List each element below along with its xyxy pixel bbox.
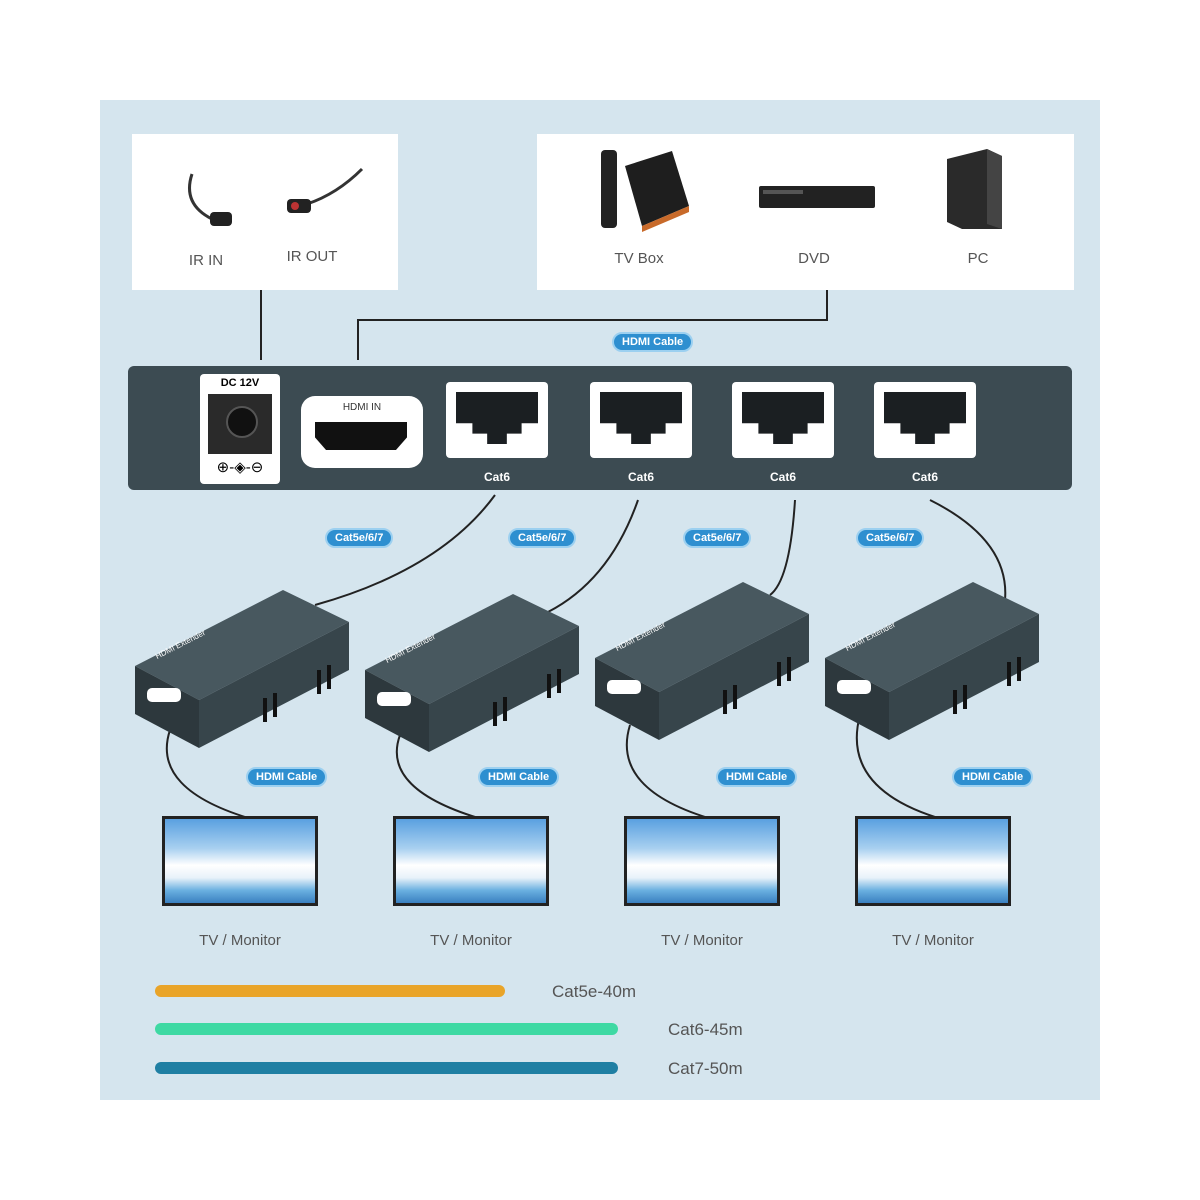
rj45-port-2[interactable] xyxy=(590,382,692,458)
receiver-2: HDMI Extender xyxy=(363,592,579,752)
receiver-1: HDMI Extender xyxy=(133,588,349,748)
hdmi-splitter-transmitter: DC 12V ⊕-◈-⊖ HDMI IN Cat6 Cat6 Cat6 Cat6 xyxy=(128,366,1072,490)
hdmi-out-cable-2 xyxy=(395,734,486,821)
receiver-4: HDMI Extender xyxy=(823,580,1039,740)
ir-emitter-icon xyxy=(287,167,364,213)
port-label-4: Cat6 xyxy=(911,470,938,484)
dvd-player-icon xyxy=(759,186,875,208)
legend-label-cat7: Cat7-50m xyxy=(668,1059,743,1078)
source-label-dvd: DVD xyxy=(798,250,830,267)
dc-jack-icon xyxy=(208,394,272,454)
hdmi-cable-tag-4: HDMI Cable xyxy=(952,767,1034,787)
source-label-pc: PC xyxy=(967,250,989,267)
display-label-2: TV / Monitor xyxy=(430,932,512,949)
port-label-3: Cat6 xyxy=(769,470,796,484)
cat-cable-tag-4: Cat5e/6/7 xyxy=(856,528,925,548)
cat-cable-3 xyxy=(769,499,796,596)
display-label-1: TV / Monitor xyxy=(199,932,281,949)
dc-power-label: DC 12V xyxy=(220,377,260,389)
tv-monitor-icon-4 xyxy=(855,816,1011,906)
dc-power-port: DC 12V ⊕-◈-⊖ xyxy=(200,374,280,484)
sources-box: TV Box DVD PC xyxy=(537,134,1074,290)
port-label-1: Cat6 xyxy=(483,470,510,484)
hdmi-cable-tag-input: HDMI Cable xyxy=(612,332,694,352)
cat-cable-4 xyxy=(929,499,1007,601)
legend-bar-cat6 xyxy=(155,1023,618,1035)
rj45-port-3[interactable] xyxy=(732,382,834,458)
pc-tower-icon xyxy=(947,149,1002,229)
cat-cable-tag-3: Cat5e/6/7 xyxy=(683,528,752,548)
tv-monitor-icon-3 xyxy=(624,816,780,906)
hdmi-cable-tag-3: HDMI Cable xyxy=(716,767,798,787)
display-label-4: TV / Monitor xyxy=(892,932,974,949)
tv-monitor-icon-1 xyxy=(162,816,318,906)
hdmi-in-port: HDMI IN xyxy=(301,396,423,468)
hdmi-connector-icon xyxy=(315,422,407,450)
power-polarity-symbol: ⊕-◈-⊖ xyxy=(216,459,264,476)
cat-cable-2 xyxy=(547,499,639,613)
legend-bar-cat5e xyxy=(155,985,505,997)
receiver-3: HDMI Extender xyxy=(593,580,809,740)
hdmi-in-label: HDMI IN xyxy=(342,402,382,413)
tv-box-icon xyxy=(601,150,689,232)
legend-label-cat5e: Cat5e-40m xyxy=(552,982,637,1001)
hdmi-out-cable-1 xyxy=(165,729,256,821)
tv-monitor-icon-2 xyxy=(393,816,549,906)
rj45-port-1[interactable] xyxy=(446,382,548,458)
hdmi-out-cable-3 xyxy=(625,724,716,821)
cat-cable-1 xyxy=(314,494,496,606)
ir-out-label: IR OUT xyxy=(286,248,338,265)
legend-bar-cat7 xyxy=(155,1062,618,1074)
ir-accessories-box: IR IN IR OUT xyxy=(132,134,398,290)
port-label-2: Cat6 xyxy=(627,470,654,484)
display-label-3: TV / Monitor xyxy=(661,932,743,949)
source-label-tv-box: TV Box xyxy=(614,250,664,267)
hdmi-cable-tag-1: HDMI Cable xyxy=(246,767,328,787)
ir-in-label: IR IN xyxy=(188,252,224,269)
legend-label-cat6: Cat6-45m xyxy=(668,1020,743,1039)
rj45-port-4[interactable] xyxy=(874,382,976,458)
hdmi-out-cable-4 xyxy=(855,714,946,821)
cat-cable-tag-2: Cat5e/6/7 xyxy=(508,528,577,548)
cat-cable-tag-1: Cat5e/6/7 xyxy=(325,528,394,548)
hdmi-cable-tag-2: HDMI Cable xyxy=(478,767,560,787)
hdmi-source-cable xyxy=(357,290,828,360)
ir-receiver-icon xyxy=(188,173,232,226)
